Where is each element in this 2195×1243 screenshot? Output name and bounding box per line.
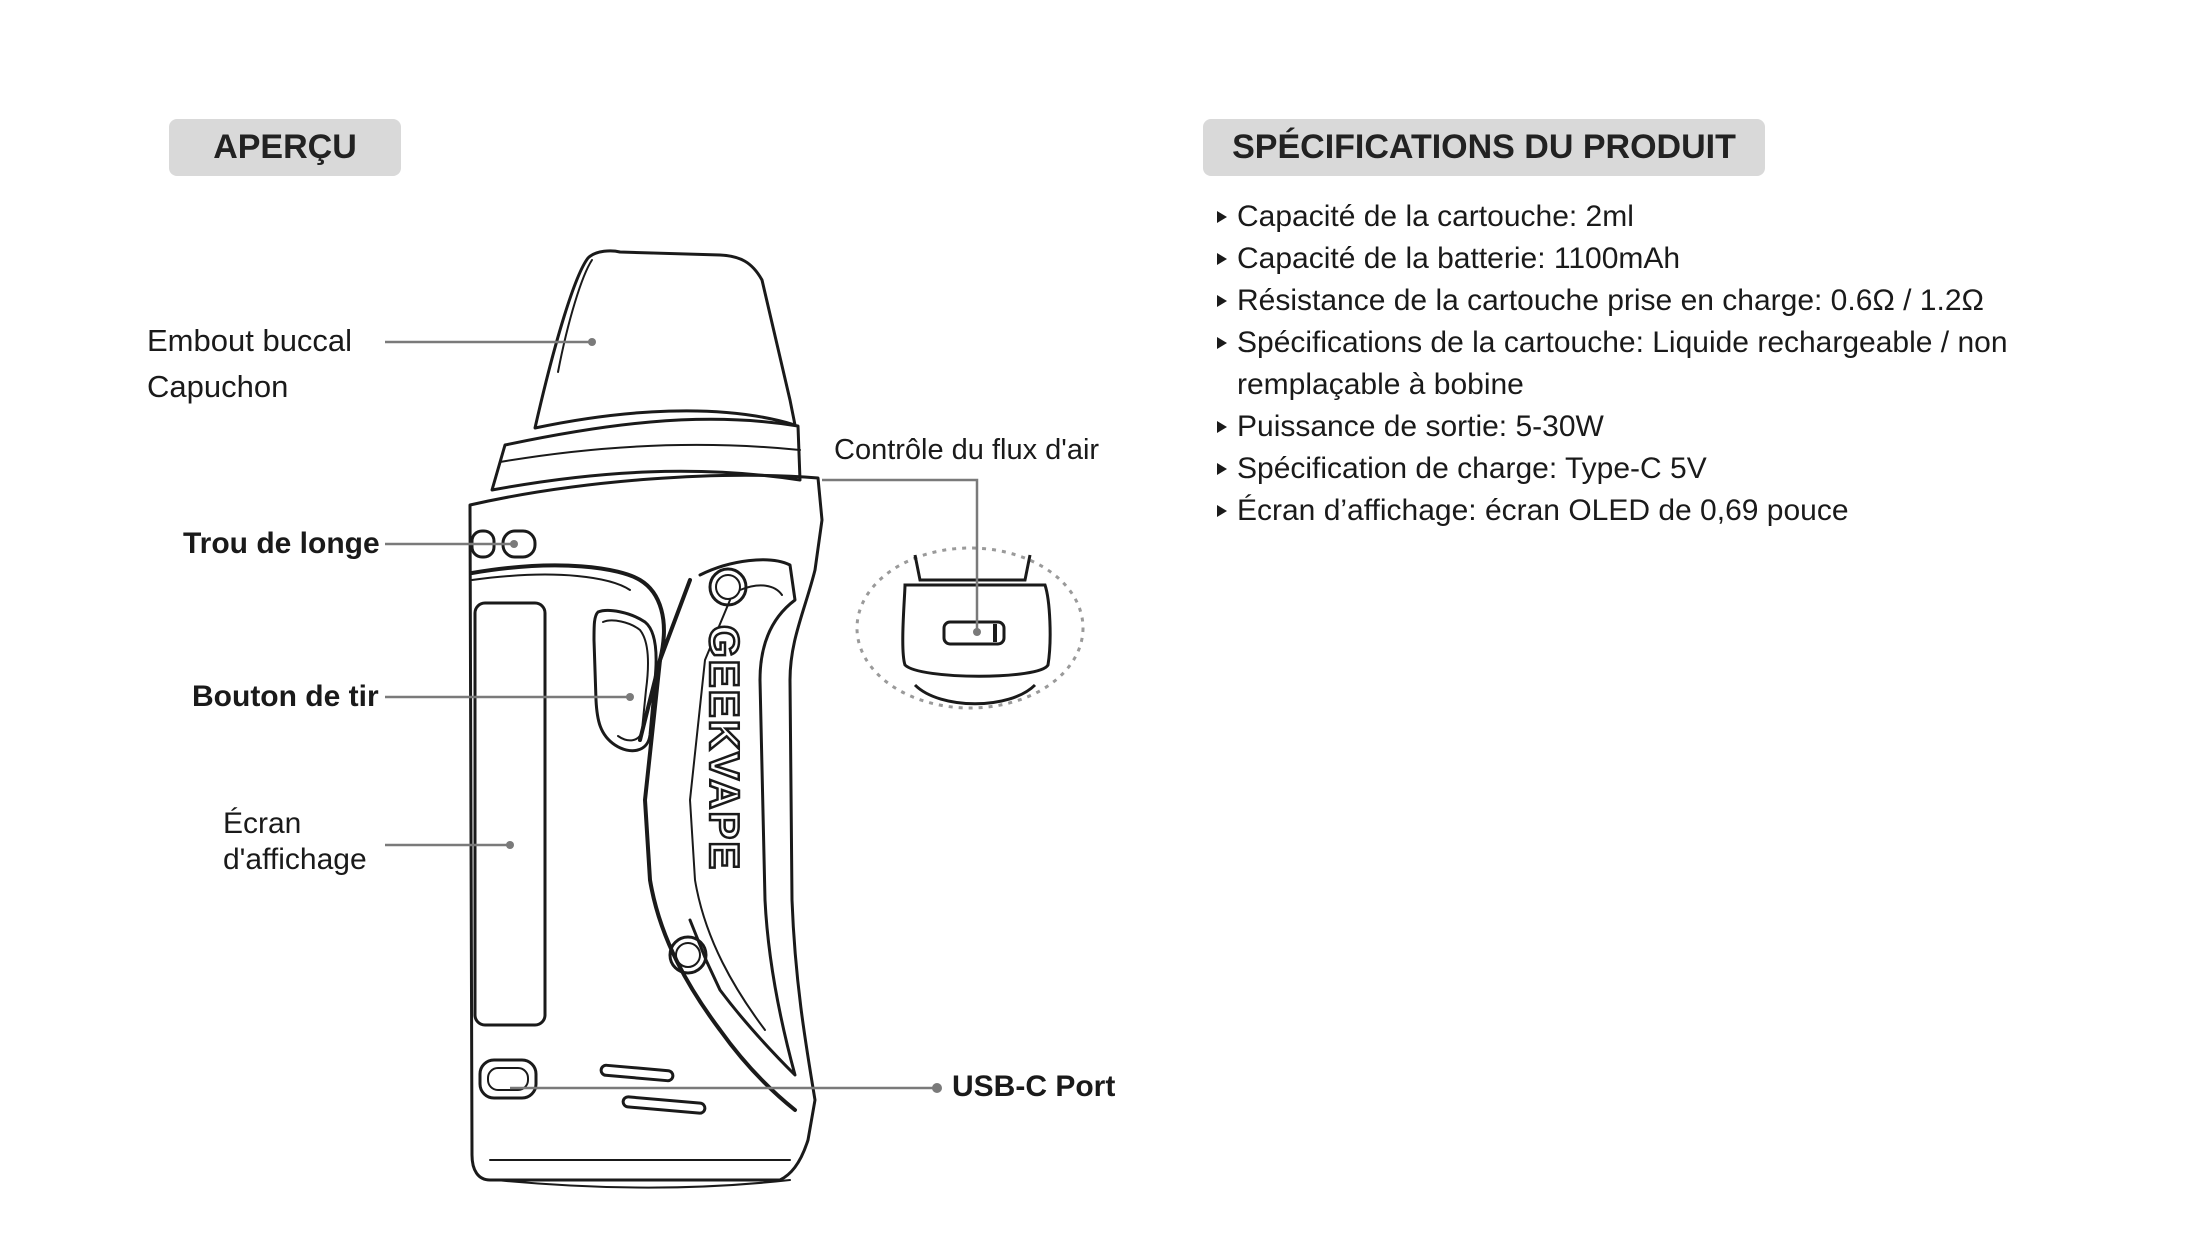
cap-band: [490, 417, 802, 492]
mouthpiece-cap-outline: [533, 249, 797, 430]
spec-item-output-power: Puissance de sortie: 5-30W: [1215, 406, 2175, 448]
leader-usb-dot: [932, 1083, 942, 1093]
bottom-logo-circle-inner: [675, 942, 701, 968]
leader-lanyard-dot: [510, 540, 518, 548]
body-diagonal-strip-2: [689, 599, 766, 1031]
spec-item-display: Écran d’affichage: écran OLED de 0,69 po…: [1215, 490, 2175, 532]
brand-logo-text: GEEKVAPE: [701, 625, 748, 871]
label-lanyard-hole: Trou de longe: [183, 527, 380, 560]
spec-item-battery-capacity: Capacité de la batterie: 1100mAh: [1215, 238, 2175, 280]
bottom-vent-1: [599, 1063, 675, 1083]
label-mouthpiece-line2: Capuchon: [147, 369, 289, 404]
label-usb: USB-C Port: [952, 1070, 1116, 1103]
display-window: [473, 601, 547, 1027]
specs-title: SPÉCIFICATIONS DU PRODUIT: [1203, 119, 1765, 176]
label-fire-button: Bouton de tir: [192, 680, 379, 713]
spec-item-charging: Spécification de charge: Type-C 5V: [1215, 448, 2175, 490]
leader-airflow-dot: [973, 628, 981, 636]
body-diagonal-strip: [643, 578, 797, 1112]
cap-band-lines: [491, 443, 801, 491]
label-airflow: Contrôle du flux d'air: [834, 434, 1100, 466]
airflow-slider: [942, 620, 1006, 646]
specs-list: Capacité de la cartouche: 2ml Capacité d…: [1215, 196, 2175, 532]
top-logo-circle-inner: [715, 574, 741, 600]
body-top-band-inner: [471, 573, 631, 591]
overview-title: APERÇU: [169, 119, 401, 176]
usb-port-inner: [487, 1067, 529, 1091]
leader-fire-button-dot: [626, 693, 634, 701]
device-base: [489, 1159, 791, 1189]
body-top-band: [470, 563, 666, 742]
label-display-line2: d'affichage: [223, 843, 367, 876]
spec-item-resistance: Résistance de la cartouche prise en char…: [1215, 280, 2175, 322]
spec-item-cartridge-spec: Spécifications de la cartouche: Liquide …: [1215, 322, 2117, 406]
mouthpiece-cap-inner: [557, 259, 593, 373]
usb-port: [478, 1058, 538, 1100]
bottom-logo-circle: [668, 935, 708, 975]
leader-display-dot: [506, 841, 514, 849]
label-mouthpiece-line1: Embout buccal: [147, 323, 353, 358]
leader-mouthpiece-dot: [588, 338, 596, 346]
airflow-detail-body: [901, 583, 1052, 678]
grip-panel: [688, 558, 797, 1077]
top-logo-circle: [708, 567, 748, 607]
airflow-detail-circle: [855, 546, 1085, 710]
bottom-vent-2: [621, 1095, 707, 1115]
fire-button-outline: [592, 608, 658, 753]
spec-item-cartridge-capacity: Capacité de la cartouche: 2ml: [1215, 196, 2175, 238]
label-mouthpiece: Embout buccal Capuchon: [147, 322, 352, 406]
fire-button-inner: [602, 619, 649, 742]
airflow-detail-top: [913, 554, 1032, 582]
leader-airflow: [822, 478, 979, 630]
label-display: Écran d'affichage: [223, 806, 367, 878]
airflow-detail-bottom: [913, 683, 1037, 706]
label-display-line1: Écran: [223, 807, 302, 840]
device-body-outline: [468, 473, 824, 1182]
